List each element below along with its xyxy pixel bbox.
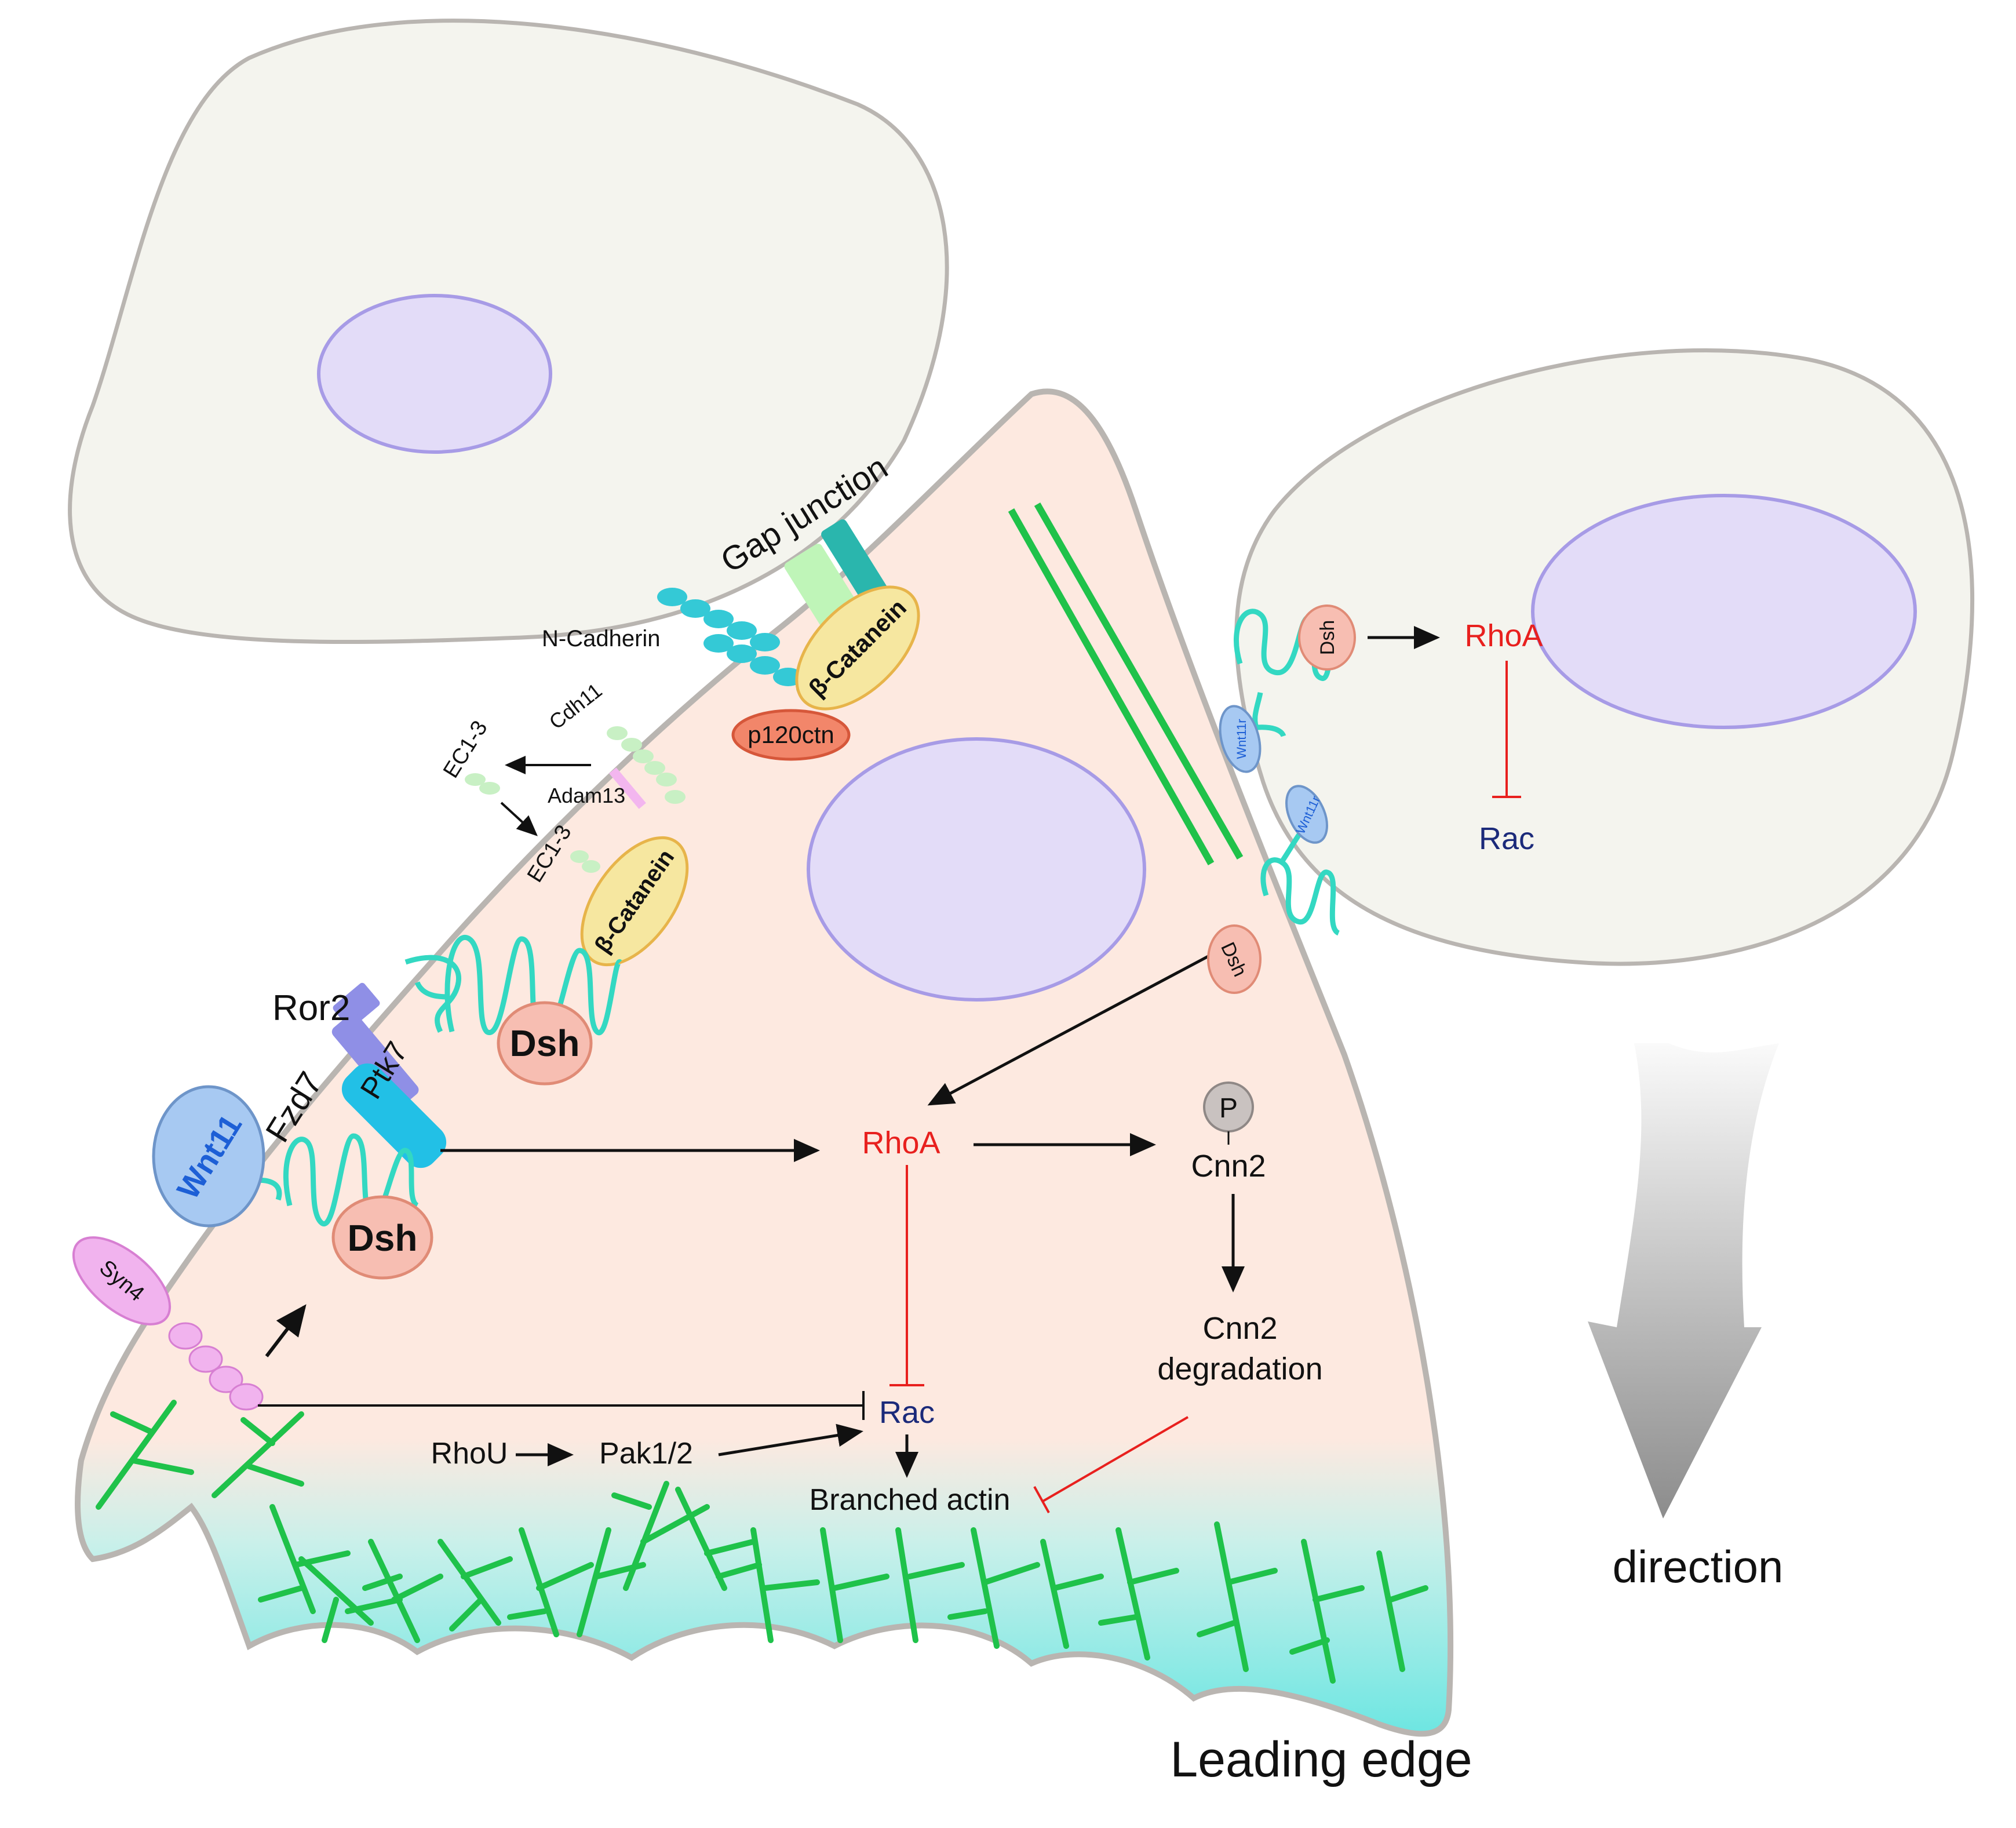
dsh-low-label: Dsh	[348, 1217, 418, 1259]
cnn2-degradation-line2: degradation	[1157, 1352, 1322, 1386]
degradation-inhibits-actin-bar	[1033, 1486, 1050, 1513]
migrating-cell	[75, 388, 1454, 1737]
cdh11-protein	[607, 726, 686, 804]
dsh-mid: Dsh	[497, 1001, 593, 1086]
phospho-mark: P	[1203, 1081, 1254, 1145]
frizzled-receptor-mid	[404, 935, 623, 1042]
dsh-right-bottom: Dsh	[1207, 924, 1262, 994]
dsh-low: Dsh	[331, 1195, 433, 1280]
n-cadherin-protein	[657, 588, 826, 698]
cnn2-label: Cnn2	[1191, 1149, 1266, 1184]
direction-label: direction	[1613, 1541, 1784, 1592]
cnn2-degradation-line1: Cnn2	[1202, 1311, 1277, 1346]
wnt11r-ligand-bottom: Wnt11r	[1285, 785, 1328, 844]
dsh-right-to-rhoa-arrow	[927, 955, 1209, 1106]
n-cadherin-label: N-Cadherin	[542, 626, 661, 651]
ec13-fragment-top	[465, 773, 500, 795]
upper-neighbor-nucleus	[317, 294, 552, 454]
ec13-cleavage-arrow	[500, 802, 538, 836]
wnt11-ligand: Wnt11	[152, 1085, 265, 1228]
branched-actin-network	[96, 1400, 1428, 1684]
right-neighbor-cell	[1234, 348, 1975, 966]
beta-catenin-top: β-Catanein	[795, 585, 920, 711]
syn4-protein: Syn4	[72, 1236, 264, 1411]
cdh11-label: Cdh11	[545, 678, 607, 734]
adam13-label: Adam13	[548, 784, 625, 807]
branched-actin-label: Branched actin	[810, 1483, 1011, 1517]
syn4-to-dsh-arrow	[265, 1304, 307, 1357]
migrating-cell-nucleus	[807, 737, 1146, 1002]
right-neighbor-nucleus	[1531, 494, 1917, 729]
adam13-protein	[609, 767, 646, 809]
upper-neighbor-cell	[68, 19, 949, 644]
pak12-label: Pak1/2	[599, 1437, 693, 1470]
rac-center-label: Rac	[879, 1395, 935, 1430]
wnt11r-ligand-top: Wnt11r	[1219, 705, 1262, 773]
rhoa-center-label: RhoA	[862, 1126, 940, 1160]
dsh-right-top: Dsh	[1298, 605, 1356, 671]
ec13-fragment-bottom	[570, 850, 600, 873]
pak-to-rac-arrow	[718, 1423, 863, 1456]
direction-arrow: direction	[1588, 1043, 1783, 1592]
p120ctn-label: p120ctn	[748, 721, 834, 748]
p120ctn-protein: p120ctn	[731, 709, 851, 761]
ec13-top-label: EC1-3	[439, 716, 493, 782]
microtubule-bundle	[1008, 502, 1244, 865]
direction-arrow-shape	[1588, 1043, 1779, 1519]
wnt11r-top-label: Wnt11r	[1234, 719, 1249, 759]
rhoa-right-label: RhoA	[1464, 618, 1543, 653]
rac-right-label: Rac	[1479, 821, 1534, 856]
ror2-receptor: Ror2	[272, 982, 419, 1109]
phospho-label: P	[1219, 1093, 1238, 1124]
migrating-cell-body	[75, 388, 1454, 1737]
ror2-label: Ror2	[272, 988, 350, 1028]
dsh-mid-label: Dsh	[510, 1022, 580, 1064]
dsh-right-top-label: Dsh	[1317, 620, 1339, 655]
degradation-inhibits-actin-line	[1042, 1416, 1189, 1502]
leading-edge-label: Leading edge	[1170, 1732, 1472, 1787]
rhou-label: RhoU	[431, 1437, 508, 1470]
